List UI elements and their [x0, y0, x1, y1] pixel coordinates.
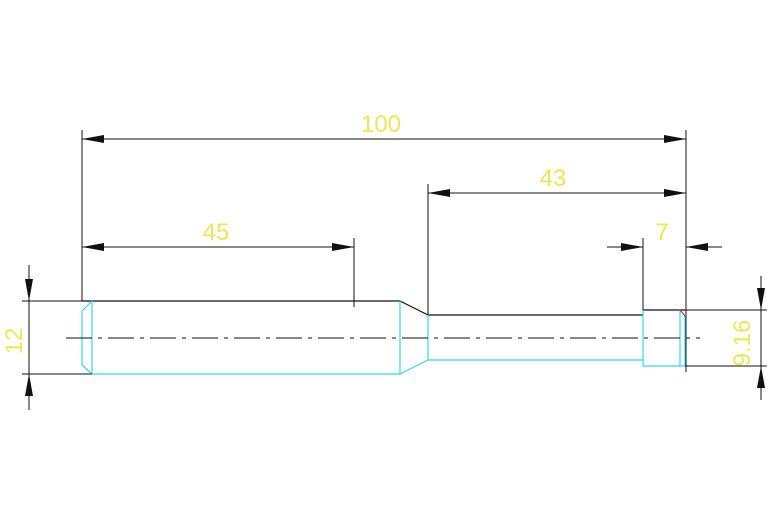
dimension-overall-length: 100	[82, 111, 686, 143]
dimension-end-segment: 7	[607, 219, 722, 251]
shaft-outline	[82, 300, 685, 316]
dimension-label-overall: 100	[361, 111, 401, 138]
dimension-label-right-diameter: 9.16	[729, 320, 756, 367]
dimension-label-end: 7	[655, 219, 668, 246]
dimension-left-segment: 45	[82, 219, 354, 251]
dimension-label-left: 45	[203, 219, 230, 246]
extension-lines	[22, 130, 767, 375]
dimension-right-segment: 43	[428, 165, 686, 197]
dimension-right-diameter: 9.16	[729, 276, 765, 400]
dimension-label-right: 43	[540, 165, 567, 192]
dimension-left-diameter: 12	[1, 265, 33, 410]
dimension-label-left-diameter: 12	[1, 328, 28, 355]
